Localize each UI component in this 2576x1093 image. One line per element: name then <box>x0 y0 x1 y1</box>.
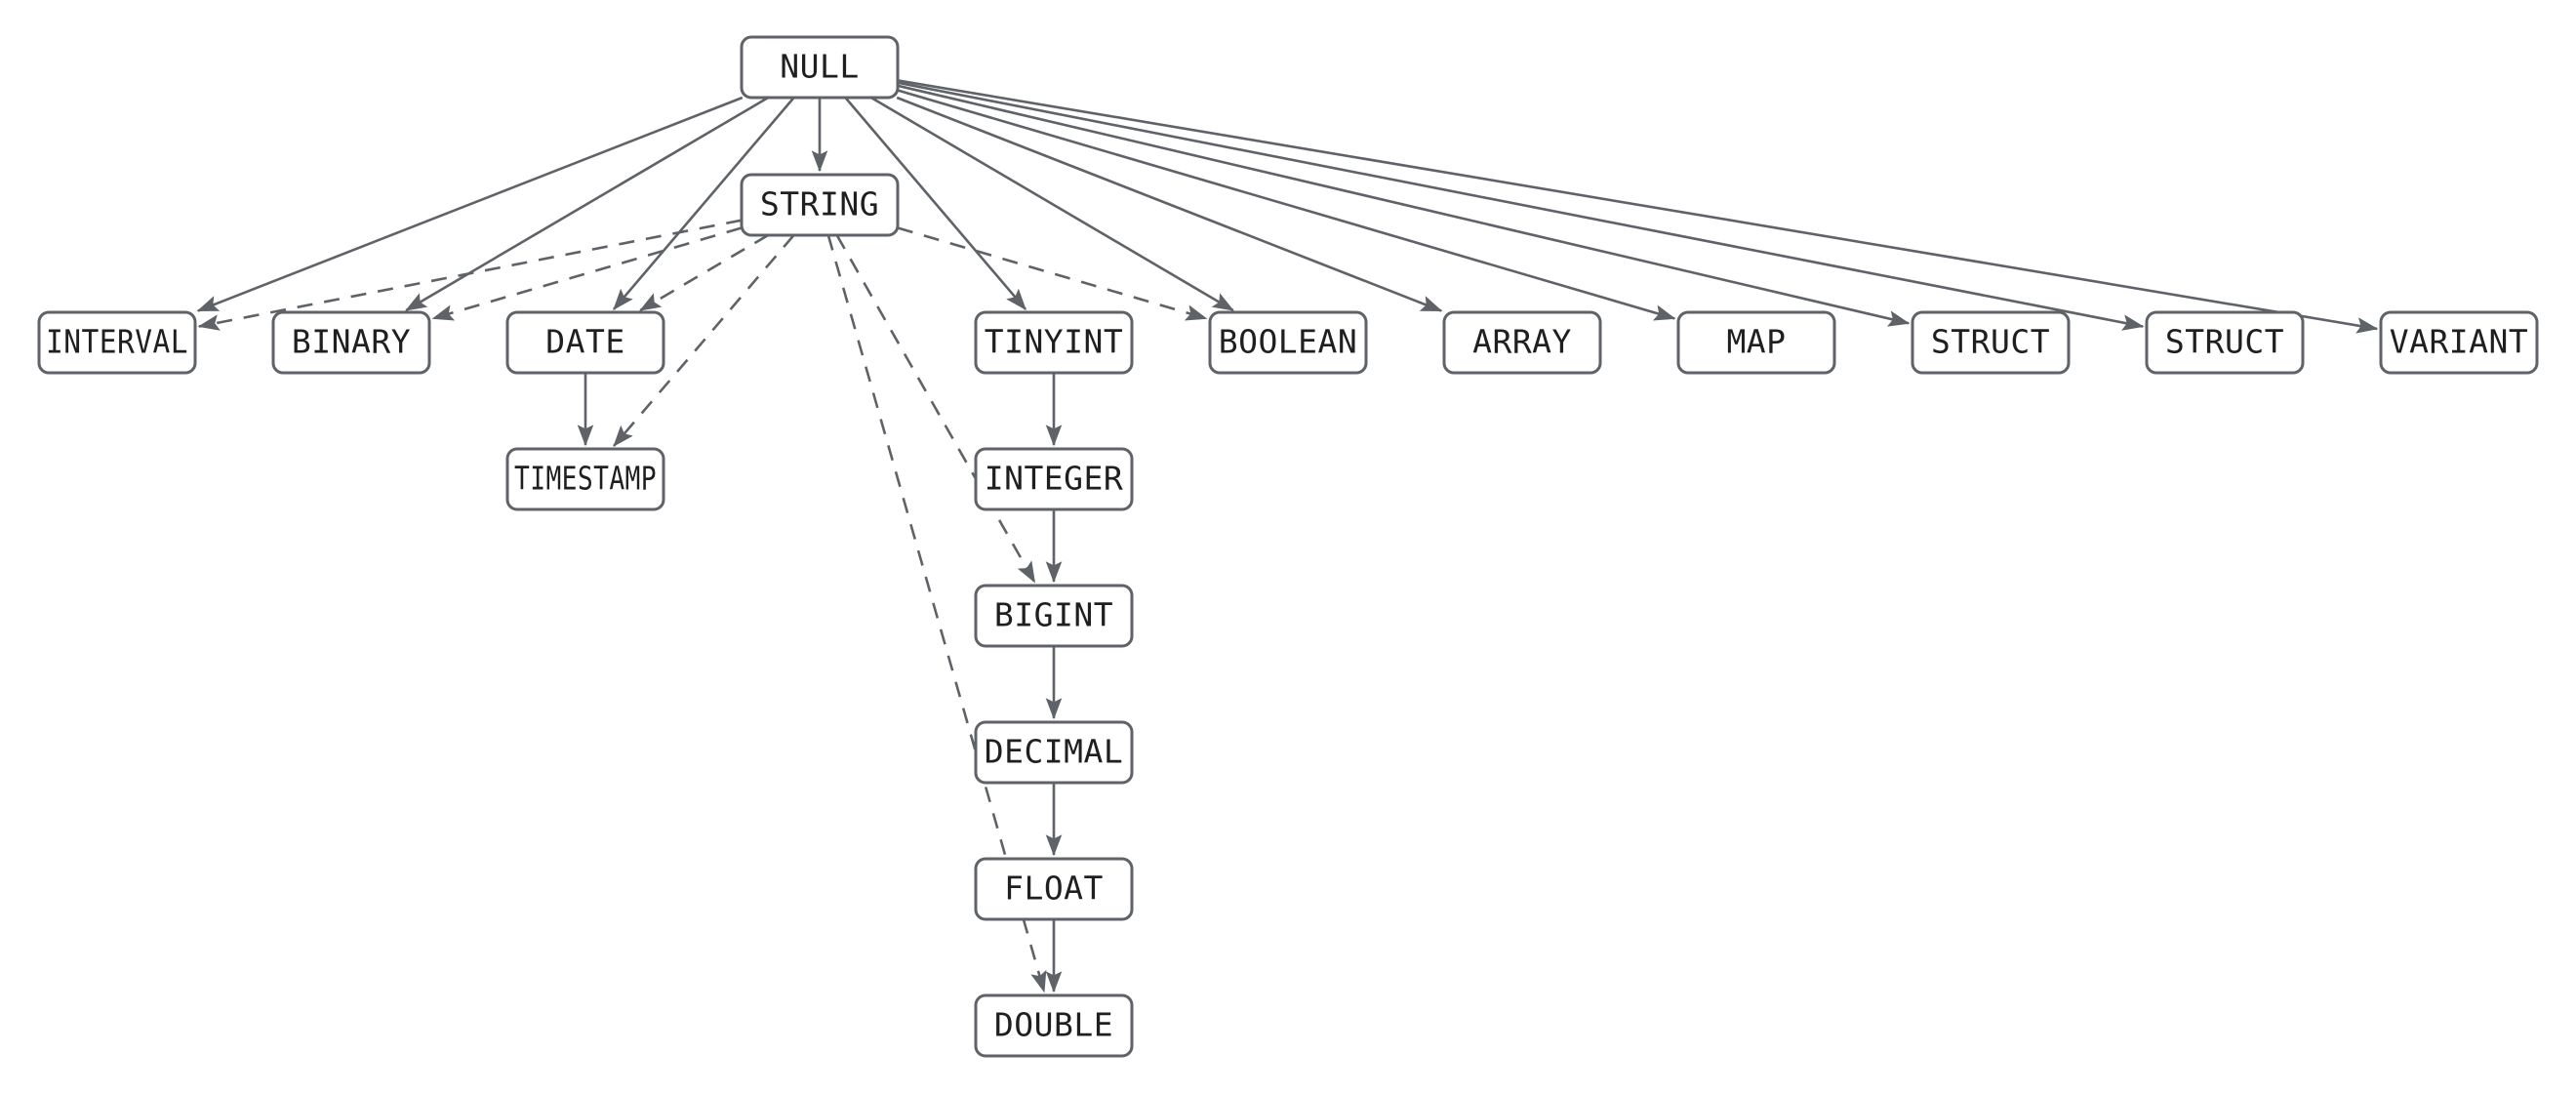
node-integer[interactable]: INTEGER <box>974 447 1134 511</box>
node-layer: NULL STRING INTERVAL BINARY DATE TINYINT BOOLE… <box>37 35 2539 1058</box>
node-box-date[interactable] <box>505 310 665 375</box>
node-label-integer: INTEGER <box>985 460 1124 498</box>
edge-null-to-struct2 <box>897 81 2145 331</box>
node-box-map[interactable] <box>1676 310 1836 375</box>
edge-string-to-timestamp <box>613 234 795 447</box>
node-label-timestamp: TIMESTAMP <box>514 460 657 498</box>
node-box-variant[interactable] <box>2379 310 2539 375</box>
node-box-timestamp[interactable] <box>505 447 665 511</box>
node-map[interactable]: MAP <box>1676 310 1836 375</box>
node-label-string: STRING <box>760 185 879 223</box>
node-box-boolean[interactable] <box>1208 310 1368 375</box>
edge-string-to-bigint <box>835 234 1036 584</box>
edge-null-to-date <box>612 97 795 310</box>
node-box-double[interactable] <box>974 993 1134 1058</box>
node-box-array[interactable] <box>1442 310 1602 375</box>
edge-null-to-array <box>896 96 1443 312</box>
node-label-date: DATE <box>545 323 624 361</box>
node-float[interactable]: FLOAT <box>974 857 1134 921</box>
node-struct1[interactable]: STRUCT <box>1911 310 2071 375</box>
node-box-integer[interactable] <box>974 447 1134 511</box>
node-box-null[interactable] <box>740 35 900 100</box>
edge-null-to-struct1 <box>897 84 1911 327</box>
node-label-float: FLOAT <box>1004 870 1104 908</box>
node-box-float[interactable] <box>974 857 1134 921</box>
node-timestamp[interactable]: TIMESTAMP <box>505 447 665 511</box>
edge-null-to-binary <box>405 96 769 312</box>
node-label-interval: INTERVAL <box>46 323 188 361</box>
node-label-bigint: BIGINT <box>994 596 1113 634</box>
edge-null-to-map <box>897 89 1676 321</box>
node-label-decimal: DECIMAL <box>985 733 1124 771</box>
node-label-struct1: STRUCT <box>1931 323 2050 361</box>
node-boolean[interactable]: BOOLEAN <box>1208 310 1368 375</box>
edge-null-to-variant <box>897 79 2379 334</box>
node-date[interactable]: DATE <box>505 310 665 375</box>
edge-string-to-binary <box>431 226 743 321</box>
edge-string-to-interval <box>197 219 743 331</box>
edge-null-to-boolean <box>870 96 1234 312</box>
node-label-double: DOUBLE <box>994 1006 1113 1044</box>
node-box-bigint[interactable] <box>974 584 1134 648</box>
node-label-tinyint: TINYINT <box>985 323 1124 361</box>
node-null[interactable]: NULL <box>740 35 900 100</box>
node-label-boolean: BOOLEAN <box>1219 323 1358 361</box>
edge-null-to-tinyint <box>844 97 1027 310</box>
node-variant[interactable]: VARIANT <box>2379 310 2539 375</box>
edge-string-to-date <box>639 233 769 312</box>
node-box-tinyint[interactable] <box>974 310 1134 375</box>
edge-layer <box>196 79 2379 993</box>
edge-string-to-boolean <box>897 226 1208 321</box>
node-interval[interactable]: INTERVAL <box>37 310 197 375</box>
node-label-null: NULL <box>780 48 859 86</box>
node-label-binary: BINARY <box>292 323 411 361</box>
node-box-struct2[interactable] <box>2145 310 2305 375</box>
node-box-string[interactable] <box>740 173 900 237</box>
node-struct2[interactable]: STRUCT <box>2145 310 2305 375</box>
node-string[interactable]: STRING <box>740 173 900 237</box>
node-tinyint[interactable]: TINYINT <box>974 310 1134 375</box>
node-bigint[interactable]: BIGINT <box>974 584 1134 648</box>
node-array[interactable]: ARRAY <box>1442 310 1602 375</box>
node-box-binary[interactable] <box>271 310 431 375</box>
node-box-decimal[interactable] <box>974 720 1134 785</box>
node-label-struct2: STRUCT <box>2165 323 2284 361</box>
node-binary[interactable]: BINARY <box>271 310 431 375</box>
node-double[interactable]: DOUBLE <box>974 993 1134 1058</box>
node-label-array: ARRAY <box>1472 323 1572 361</box>
node-box-struct1[interactable] <box>1911 310 2071 375</box>
edge-string-to-double <box>826 234 1047 993</box>
node-box-interval[interactable] <box>37 310 197 375</box>
node-label-variant: VARIANT <box>2390 323 2529 361</box>
node-label-map: MAP <box>1726 323 1786 361</box>
node-decimal[interactable]: DECIMAL <box>974 720 1134 785</box>
edge-null-to-interval <box>196 96 744 312</box>
